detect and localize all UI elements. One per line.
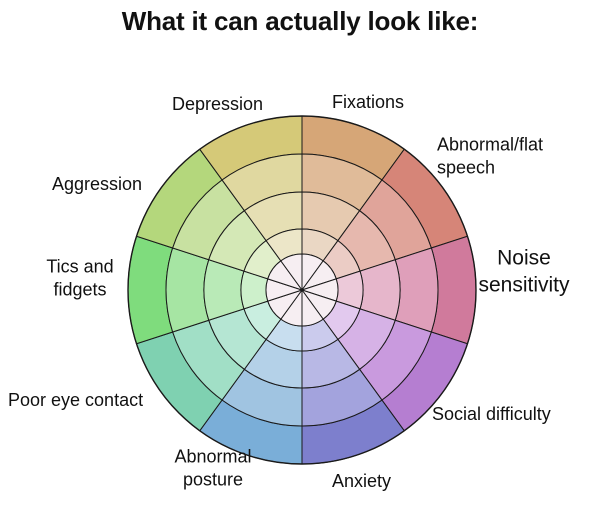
segment-label: Abnormal <box>174 446 251 466</box>
segment-label: Poor eye contact <box>8 390 143 410</box>
segment-band <box>394 247 439 333</box>
segment-label: Abnormal/flat <box>437 134 543 154</box>
segment-label: Fixations <box>332 92 404 112</box>
wheel-rim <box>127 115 477 465</box>
wheel-segment <box>135 289 304 432</box>
segment-band <box>165 247 210 333</box>
wheel-segment <box>199 288 303 465</box>
segment-label: Noise <box>497 246 551 269</box>
segment-label: Depression <box>172 94 263 114</box>
page-title: What it can actually look like: <box>121 6 479 36</box>
segment-label: posture <box>183 470 243 490</box>
segment-label: Social difficulty <box>432 404 551 424</box>
wheel-segment <box>199 115 303 292</box>
segment-label: Aggression <box>52 174 142 194</box>
segment-label: speech <box>437 158 495 178</box>
segment-label: fidgets <box>53 280 106 300</box>
wheel-segment <box>300 289 469 432</box>
wheel-segment <box>127 235 304 345</box>
segment-label: sensitivity <box>478 274 570 297</box>
segment-label: Anxiety <box>332 471 391 491</box>
center-wedge <box>280 253 303 292</box>
segment-label: Tics and <box>46 256 113 276</box>
wheel-segment <box>301 115 405 292</box>
